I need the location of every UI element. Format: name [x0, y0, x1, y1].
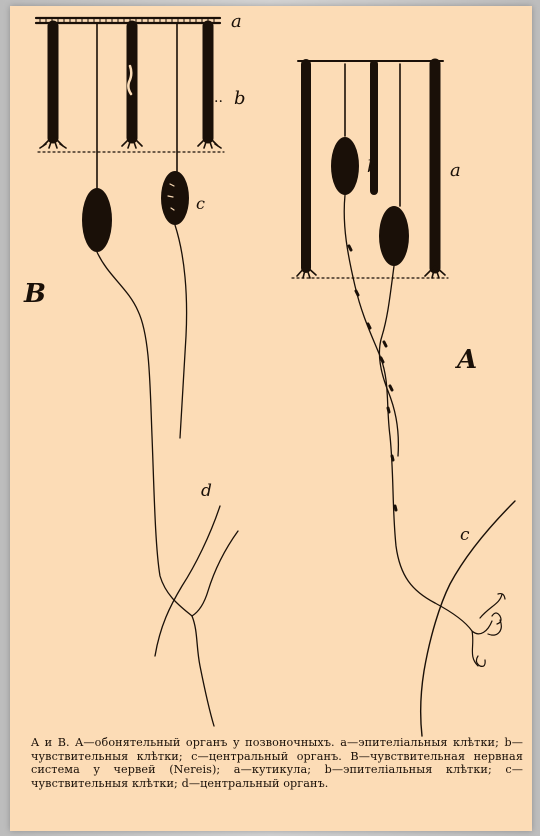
- sensory-cell-body: [379, 206, 409, 266]
- label-a-top: a: [231, 11, 242, 32]
- central-organ: [155, 506, 220, 656]
- sensory-cell-body: [82, 188, 112, 252]
- figure-caption: A и B. A—обонятельный органъ у позвоночн…: [31, 736, 523, 790]
- axon: [97, 252, 192, 616]
- central-organ-branch: [435, 594, 502, 666]
- sensory-cell-body: [161, 171, 189, 225]
- cell-feet: [297, 266, 445, 278]
- cell-feet: [40, 136, 221, 148]
- axon-beads: [349, 246, 396, 510]
- figure-b-worm: [36, 18, 238, 726]
- sensory-cell-body: [331, 137, 359, 195]
- label-a-right: a: [450, 160, 461, 181]
- illustration-plate: a .. b c B b a A d c A и B. A—обонятельн…: [10, 6, 532, 831]
- label-d: d: [201, 481, 212, 501]
- central-organ-branch: [192, 531, 238, 726]
- figure-a-vertebrate: [292, 61, 515, 736]
- label-c-bottom: c: [460, 525, 470, 545]
- label-c-left: c: [196, 194, 205, 213]
- label-big-a: A: [454, 345, 477, 375]
- axon: [175, 225, 187, 438]
- label-b-top: b: [234, 88, 246, 109]
- label-big-b: B: [23, 279, 46, 309]
- label-b-right: b: [367, 157, 378, 177]
- label-b-leader: ..: [214, 90, 223, 106]
- neuro-diagram: a .. b c B b a A d c: [10, 6, 532, 831]
